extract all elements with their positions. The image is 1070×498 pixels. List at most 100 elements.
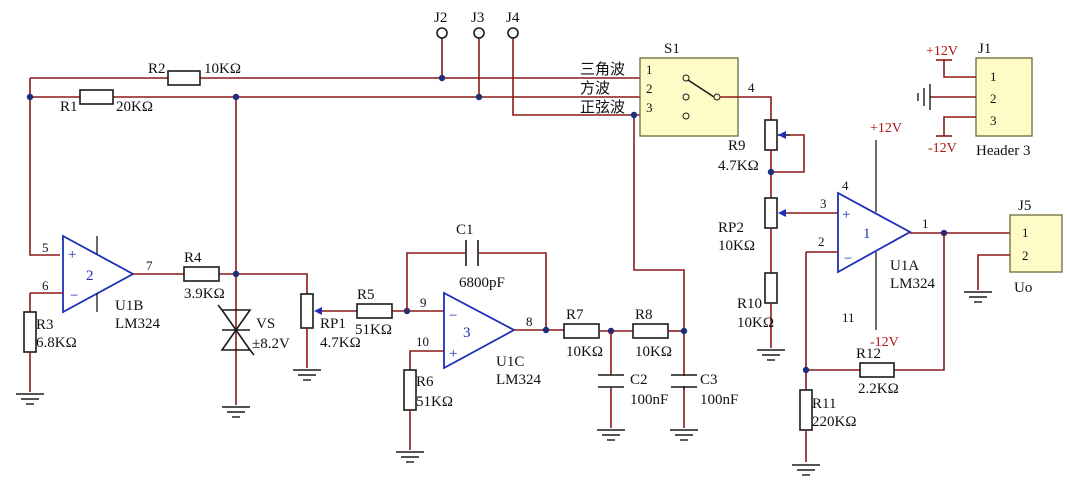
- r1-label: R1: [60, 99, 78, 115]
- r5-label: R5: [357, 287, 375, 303]
- zener-vs: VS ±8.2V: [217, 304, 290, 418]
- r4-value: 3.9KΩ: [184, 286, 225, 302]
- c3-value: 100nF: [700, 392, 738, 408]
- u1c-pin8: 8: [526, 314, 533, 329]
- vs-value: ±8.2V: [252, 336, 290, 352]
- ground-icon: [293, 369, 321, 381]
- s1-pin1: 1: [646, 62, 653, 77]
- junctions-top: [26, 74, 638, 119]
- r6-value: 51KΩ: [416, 394, 453, 410]
- r7-label: R7: [566, 307, 584, 323]
- r3-label: R3: [36, 317, 54, 333]
- u1a-label: U1A: [890, 258, 919, 274]
- c2-value: 100nF: [630, 392, 668, 408]
- svg-text:+: +: [68, 247, 76, 263]
- rp2-value: 10KΩ: [718, 238, 755, 254]
- j3-label: J3: [471, 10, 484, 26]
- r2-value: 10KΩ: [204, 61, 241, 77]
- s1-pin3: 3: [646, 100, 653, 115]
- ground-icon: [597, 429, 625, 441]
- u1b-pin7: 7: [146, 258, 153, 273]
- u1c-type: LM324: [496, 372, 542, 388]
- switch-label-square: 方波: [580, 80, 610, 97]
- ground-icon: [16, 393, 44, 405]
- j5-pin2: 2: [1022, 248, 1029, 263]
- opamp-u1a: +12V -12V + − 1 4 11 3 2 1 U1A LM324: [818, 121, 936, 350]
- s1-pin4: 4: [748, 80, 755, 95]
- r10-label: R10: [737, 296, 762, 312]
- u1b-unit: 2: [86, 268, 94, 284]
- s1-pin2: 2: [646, 81, 653, 96]
- u1b-pin6: 6: [42, 278, 49, 293]
- resistor-r2: R2 10KΩ: [148, 61, 241, 86]
- capacitor-c2: C2 100nF: [597, 331, 668, 441]
- capacitor-c1: C1 6800pF: [456, 222, 505, 291]
- r12-value: 2.2KΩ: [858, 381, 899, 397]
- r1-value: 20KΩ: [116, 99, 153, 115]
- resistor-r11: R11 220KΩ: [792, 389, 856, 476]
- u1c-label: U1C: [496, 354, 524, 370]
- c1-value: 6800pF: [459, 275, 505, 291]
- ground-icon: [222, 406, 250, 418]
- r4-label: R4: [184, 250, 202, 266]
- opamp-u1b: + − 2 5 6 7 U1B LM324: [42, 234, 161, 332]
- r3-value: 6.8KΩ: [36, 335, 77, 351]
- resistor-r1: R1 20KΩ: [60, 89, 153, 115]
- rp1-value: 4.7KΩ: [320, 335, 361, 351]
- switch-s1: S1 三角波 方波 正弦波 1 2 3 4: [580, 41, 772, 137]
- resistor-r7: R7 10KΩ: [563, 307, 603, 360]
- resistor-r5: R5 51KΩ: [355, 287, 393, 338]
- j1-pin3: 3: [990, 113, 997, 128]
- resistor-r10: R10 10KΩ: [737, 272, 785, 361]
- resistor-r8: R8 10KΩ: [632, 307, 672, 360]
- potentiometer-rp1: RP1 4.7KΩ: [293, 293, 361, 381]
- connector-j5: J5 1 2 Uo: [964, 198, 1063, 303]
- r11-label: R11: [812, 396, 836, 412]
- s1-label: S1: [664, 41, 680, 57]
- u1a-vcc-label: +12V: [870, 121, 902, 136]
- svg-text:+: +: [842, 207, 850, 223]
- u1b-type: LM324: [115, 316, 161, 332]
- vs-label: VS: [256, 316, 275, 332]
- r7-value: 10KΩ: [566, 344, 603, 360]
- svg-text:−: −: [844, 251, 852, 267]
- j2-label: J2: [434, 10, 447, 26]
- c1-label: C1: [456, 222, 474, 238]
- ground-icon: [964, 291, 992, 303]
- svg-text:−: −: [449, 308, 457, 324]
- j1-minus12-label: -12V: [928, 141, 957, 156]
- svg-text:−: −: [70, 288, 78, 304]
- ground-icon: [670, 429, 698, 441]
- u1c-unit: 3: [463, 325, 471, 341]
- u1a-pin2: 2: [818, 234, 825, 249]
- capacitor-c3: C3 100nF: [670, 372, 738, 441]
- j5-label: J5: [1018, 198, 1031, 214]
- c3-label: C3: [700, 372, 718, 388]
- r2-label: R2: [148, 61, 166, 77]
- r10-value: 10KΩ: [737, 315, 774, 331]
- j1-pin1: 1: [990, 69, 997, 84]
- svg-text:+: +: [449, 346, 457, 362]
- j1-label: J1: [978, 41, 991, 57]
- potentiometer-rp2: RP2 10KΩ: [718, 197, 838, 273]
- u1b-pin5: 5: [42, 240, 49, 255]
- rp2-label: RP2: [718, 220, 744, 236]
- u1a-pin1: 1: [922, 216, 929, 231]
- opamp-u1c: − + 3 9 10 8 U1C LM324: [416, 291, 542, 388]
- u1a-pin4: 4: [842, 178, 849, 193]
- rp1-label: RP1: [320, 316, 346, 332]
- resistor-r4: R4 3.9KΩ: [183, 250, 225, 302]
- r9-value: 4.7KΩ: [718, 158, 759, 174]
- u1b-label: U1B: [115, 298, 143, 314]
- u1a-type: LM324: [890, 276, 936, 292]
- u1a-unit: 1: [863, 226, 871, 242]
- switch-label-triangle: 三角波: [580, 61, 625, 78]
- test-point-j3: J3: [471, 10, 485, 39]
- ground-icon: [396, 451, 424, 463]
- ground-icon: [757, 349, 785, 361]
- u1c-pin10: 10: [416, 334, 429, 349]
- u1a-pin11: 11: [842, 310, 855, 325]
- u1a-pin3: 3: [820, 196, 827, 211]
- u1a-vee-label: -12V: [870, 335, 899, 350]
